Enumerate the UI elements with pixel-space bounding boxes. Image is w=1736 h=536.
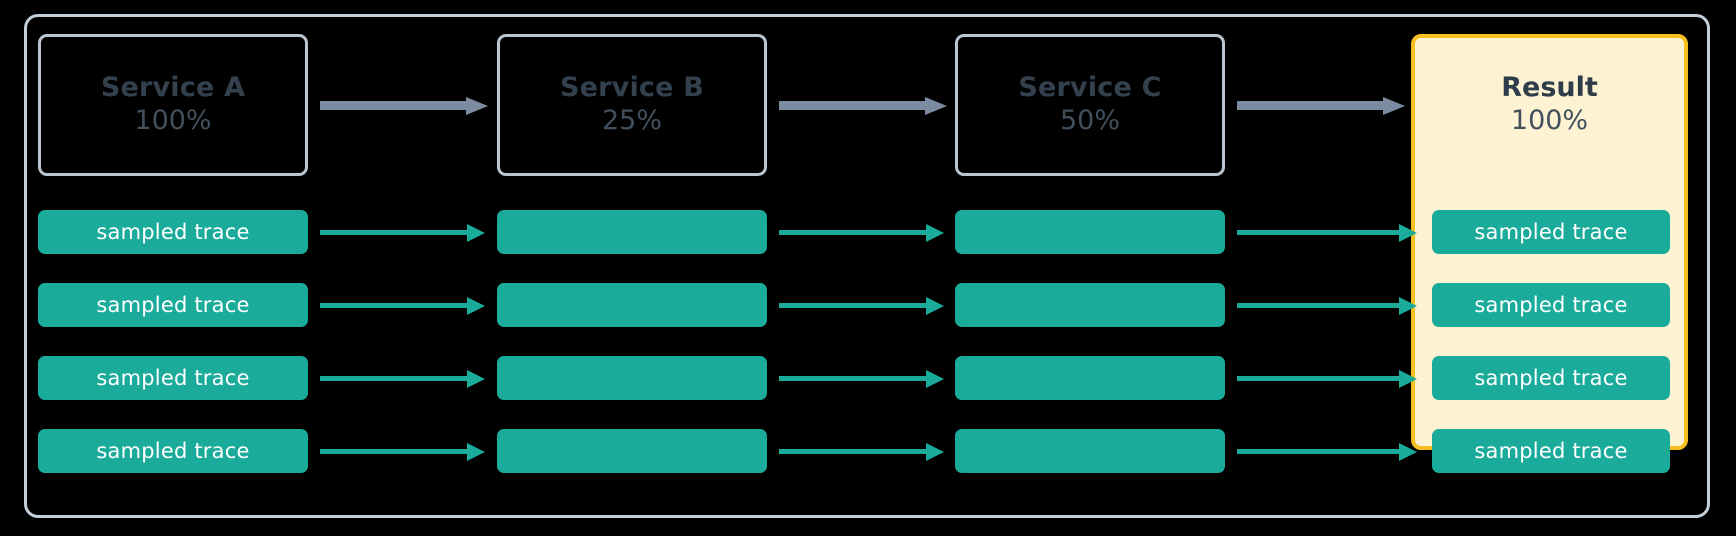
trace-arrow-a-to-b-icon [320,224,485,242]
arrow-head [467,297,485,315]
arrow-shaft [1237,303,1401,308]
trace-arrow-b-to-c-icon [779,224,944,242]
service-box-b: Service B 25% [497,34,767,176]
arrow-shaft [1237,101,1385,110]
trace-bar-service-a: sampled trace [38,356,308,400]
arrow-head [926,297,944,315]
arrow-head [467,224,485,242]
arrow-shaft [779,230,928,235]
arrow-head [1399,370,1417,388]
trace-bar-result: sampled trace [1432,283,1670,327]
trace-bar-label: sampled trace [1474,293,1628,317]
trace-bar-service-a: sampled trace [38,283,308,327]
service-c-name: Service C [1018,71,1162,103]
trace-bar-result: sampled trace [1432,210,1670,254]
arrow-shaft [779,376,928,381]
trace-bar-label: sampled trace [96,366,250,390]
service-b-name: Service B [559,71,705,103]
arrow-shaft [320,303,469,308]
trace-arrow-a-to-b-icon [320,443,485,461]
trace-arrow-b-to-c-icon [779,297,944,315]
trace-arrow-c-to-result-icon [1237,443,1417,461]
service-box-a: Service A 100% [38,34,308,176]
arrow-service-a-to-b-icon [320,97,488,115]
trace-row: sampled trace sampled trace [0,283,1736,327]
trace-row: sampled trace sampled trace [0,210,1736,254]
arrow-shaft [1237,230,1401,235]
arrow-head [926,370,944,388]
arrow-head [926,224,944,242]
arrow-shaft [320,101,468,110]
result-name: Result [1501,71,1598,103]
arrow-head [1399,443,1417,461]
trace-bar-service-b [497,210,767,254]
arrow-head [926,443,944,461]
trace-bar-service-c [955,210,1225,254]
arrow-shaft [320,230,469,235]
service-c-percent: 50% [1059,105,1120,137]
trace-bar-label: sampled trace [1474,220,1628,244]
arrow-head [467,443,485,461]
service-a-name: Service A [100,71,246,103]
trace-row: sampled trace sampled trace [0,356,1736,400]
trace-bar-service-b [497,283,767,327]
arrow-head [1399,224,1417,242]
trace-bar-label: sampled trace [96,293,250,317]
arrow-shaft [779,303,928,308]
arrow-head [466,97,488,115]
arrow-shaft [1237,376,1401,381]
trace-arrow-c-to-result-icon [1237,297,1417,315]
trace-bar-service-c [955,429,1225,473]
trace-bar-label: sampled trace [1474,366,1628,390]
arrow-shaft [320,449,469,454]
trace-arrow-a-to-b-icon [320,297,485,315]
arrow-shaft [779,449,928,454]
result-header: Result 100% [1415,34,1684,176]
service-box-c: Service C 50% [955,34,1225,176]
arrow-head [1383,97,1405,115]
trace-arrow-c-to-result-icon [1237,224,1417,242]
service-a-percent: 100% [134,105,212,137]
trace-arrow-b-to-c-icon [779,443,944,461]
arrow-shaft [320,376,469,381]
result-percent: 100% [1510,105,1589,137]
service-b-percent: 25% [601,105,662,137]
trace-bar-label: sampled trace [96,220,250,244]
trace-bar-result: sampled trace [1432,356,1670,400]
trace-bar-service-b [497,429,767,473]
trace-arrow-c-to-result-icon [1237,370,1417,388]
arrow-head [925,97,947,115]
arrow-shaft [1237,449,1401,454]
arrow-service-b-to-c-icon [779,97,947,115]
trace-bar-service-a: sampled trace [38,210,308,254]
outer-container-frame [24,14,1710,518]
arrow-shaft [779,101,927,110]
trace-bar-result: sampled trace [1432,429,1670,473]
trace-bar-label: sampled trace [96,439,250,463]
trace-bar-service-a: sampled trace [38,429,308,473]
trace-arrow-b-to-c-icon [779,370,944,388]
trace-arrow-a-to-b-icon [320,370,485,388]
trace-bar-service-c [955,283,1225,327]
trace-bar-service-b [497,356,767,400]
trace-row: sampled trace sampled trace [0,429,1736,473]
trace-bar-service-c [955,356,1225,400]
trace-bar-label: sampled trace [1474,439,1628,463]
arrow-head [467,370,485,388]
arrow-head [1399,297,1417,315]
arrow-service-c-to-result-icon [1237,97,1405,115]
